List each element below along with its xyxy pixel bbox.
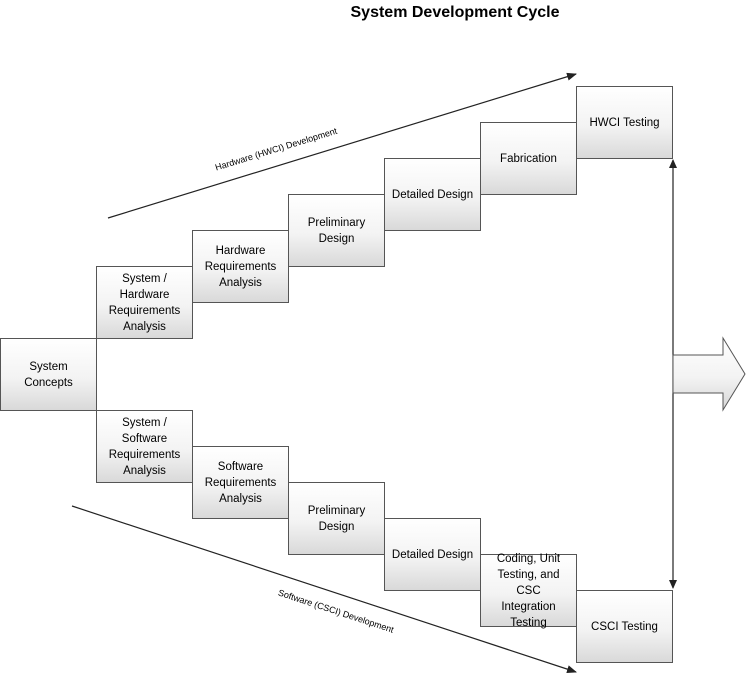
software-development-label: Software (CSCI) Development — [277, 587, 396, 634]
output-block-arrow — [672, 336, 746, 412]
diagram-title: System Development Cycle — [350, 4, 560, 21]
hardware-development-label: Hardware (HWCI) Development — [214, 126, 339, 173]
coding-unit-testing-box: Coding, Unit Testing, and CSC Integratio… — [480, 553, 577, 629]
integration-arrow-head-top — [669, 159, 677, 168]
system-software-requirements-box: System / Software Requirements Analysis — [96, 410, 193, 483]
system-hardware-requirements-box: System / Hardware Requirements Analysis — [96, 266, 193, 339]
hw-detailed-design-box: Detailed Design — [384, 158, 481, 231]
hardware-development-arrow — [107, 72, 577, 219]
sw-preliminary-design-box: Preliminary Design — [288, 482, 385, 555]
software-development-arrow — [71, 505, 577, 673]
integration-arrow-head-bottom — [669, 580, 677, 589]
system-concepts-box: System Concepts — [0, 338, 97, 411]
software-requirements-box: Software Requirements Analysis — [192, 446, 289, 519]
csci-testing-box: CSCI Testing — [576, 590, 673, 663]
sw-detailed-design-box: Detailed Design — [384, 518, 481, 591]
fabrication-box: Fabrication — [480, 122, 577, 195]
hardware-requirements-box: Hardware Requirements Analysis — [192, 230, 289, 303]
hwci-testing-box: HWCI Testing — [576, 86, 673, 159]
